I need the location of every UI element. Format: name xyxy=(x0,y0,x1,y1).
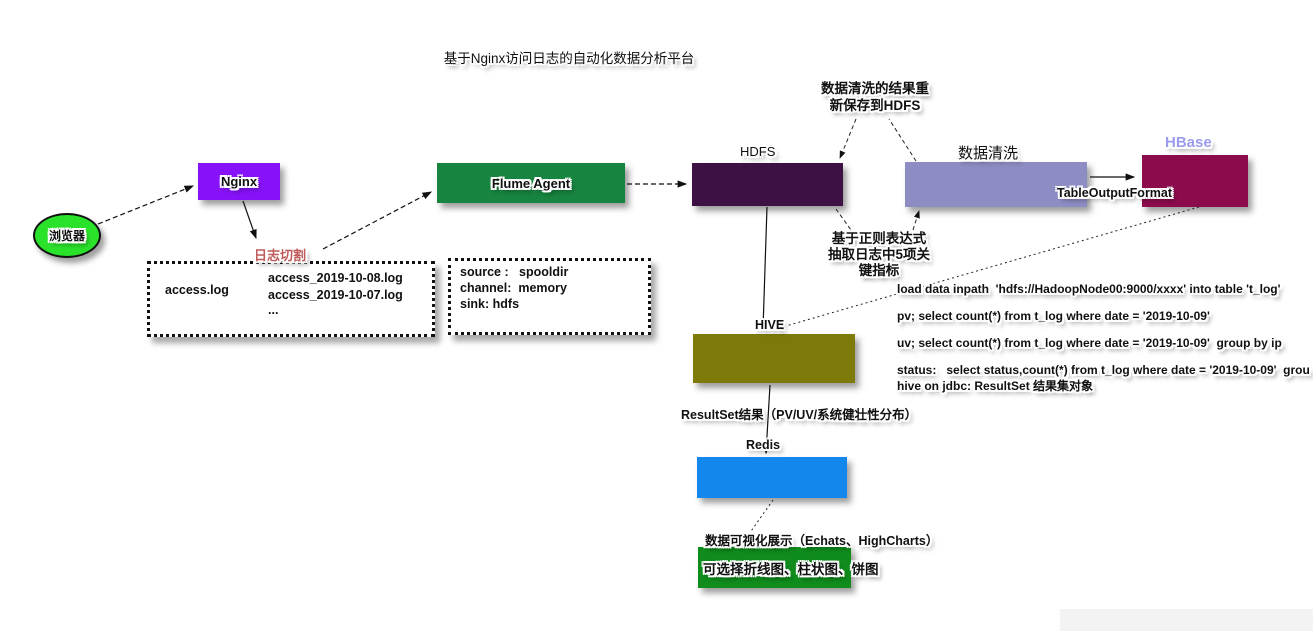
hive-query-uv: uv; select count(*) from t_log where dat… xyxy=(897,336,1282,350)
hive-query-jdbc: hive on jdbc: ResultSet 结果集对象 xyxy=(897,379,1094,393)
log-rotated-1: access_2019-10-08.log xyxy=(268,271,403,285)
nginx-label: Nginx xyxy=(220,174,258,189)
page-title: 基于Nginx访问日志的自动化数据分析平台 xyxy=(443,51,695,66)
redis-node xyxy=(697,457,847,498)
log-current: access.log xyxy=(165,283,229,297)
arrow-logsplit-to-flume xyxy=(322,191,433,250)
arrow-hdfs-to-hive xyxy=(759,206,768,331)
watermark xyxy=(1060,609,1313,631)
hive-label: HIVE xyxy=(755,318,785,332)
flume-agent-node: Flume Agent xyxy=(437,163,625,203)
hbase-label: HBase xyxy=(1165,134,1212,151)
hbase-node xyxy=(1142,155,1248,207)
clean-result-note-line1: 数据清洗的结果重 xyxy=(821,81,929,96)
line-clean-to-note xyxy=(888,118,917,162)
browser-label: 浏览器 xyxy=(48,229,85,243)
arrow-nginx-to-logsplit xyxy=(242,200,257,240)
data-clean-node xyxy=(905,162,1087,207)
log-files-box xyxy=(147,261,435,337)
log-split-label: 日志切割 xyxy=(254,248,307,263)
hive-query-load: load data inpath 'hdfs://HadoopNode00:90… xyxy=(897,282,1281,296)
regex-note-line2: 抽取日志中5项关 xyxy=(827,247,930,262)
browser-node: 浏览器 xyxy=(33,213,101,258)
flume-config-source: source : spooldir xyxy=(460,265,569,279)
hive-node xyxy=(693,334,855,383)
line-hdfs-to-regexnote xyxy=(835,208,852,231)
hdfs-label: HDFS xyxy=(740,144,776,159)
arrow-note-to-hdfs xyxy=(839,118,857,159)
charts-label: 可选择折线图、柱状图、饼图 xyxy=(703,562,879,577)
visualization-note: 数据可视化展示（Echats、HighCharts） xyxy=(705,534,939,548)
log-rotated-2: access_2019-10-07.log xyxy=(268,288,403,302)
regex-note: 基于正则表达式 抽取日志中5项关 键指标 xyxy=(800,231,958,279)
regex-note-line1: 基于正则表达式 xyxy=(831,231,927,246)
flume-agent-label: Flume Agent xyxy=(491,175,571,191)
charts-node xyxy=(698,547,851,588)
data-clean-label: 数据清洗 xyxy=(958,145,1019,162)
table-output-format-label: TableOutputFormat xyxy=(1057,186,1173,200)
flume-config-sink: sink: hdfs xyxy=(460,297,520,311)
flume-config-channel: channel: memory xyxy=(460,281,567,295)
arrow-regexnote-to-clean xyxy=(912,210,920,231)
clean-result-note: 数据清洗的结果重 新保存到HDFS xyxy=(795,80,955,114)
arrow-browser-to-nginx xyxy=(97,185,195,225)
redis-label: Redis xyxy=(746,438,781,452)
clean-result-note-line2: 新保存到HDFS xyxy=(829,98,921,113)
hive-query-pv: pv; select count(*) from t_log where dat… xyxy=(897,309,1210,323)
hive-query-status: status: select status,count(*) from t_lo… xyxy=(897,363,1310,377)
hdfs-node xyxy=(692,163,843,206)
log-rotated-more: ... xyxy=(268,303,279,317)
resultset-note: ResultSet结果（PV/UV/系统健壮性分布） xyxy=(681,408,918,422)
flume-config-box xyxy=(448,258,651,335)
nginx-node: Nginx xyxy=(198,163,280,200)
regex-note-line3: 键指标 xyxy=(858,263,900,278)
